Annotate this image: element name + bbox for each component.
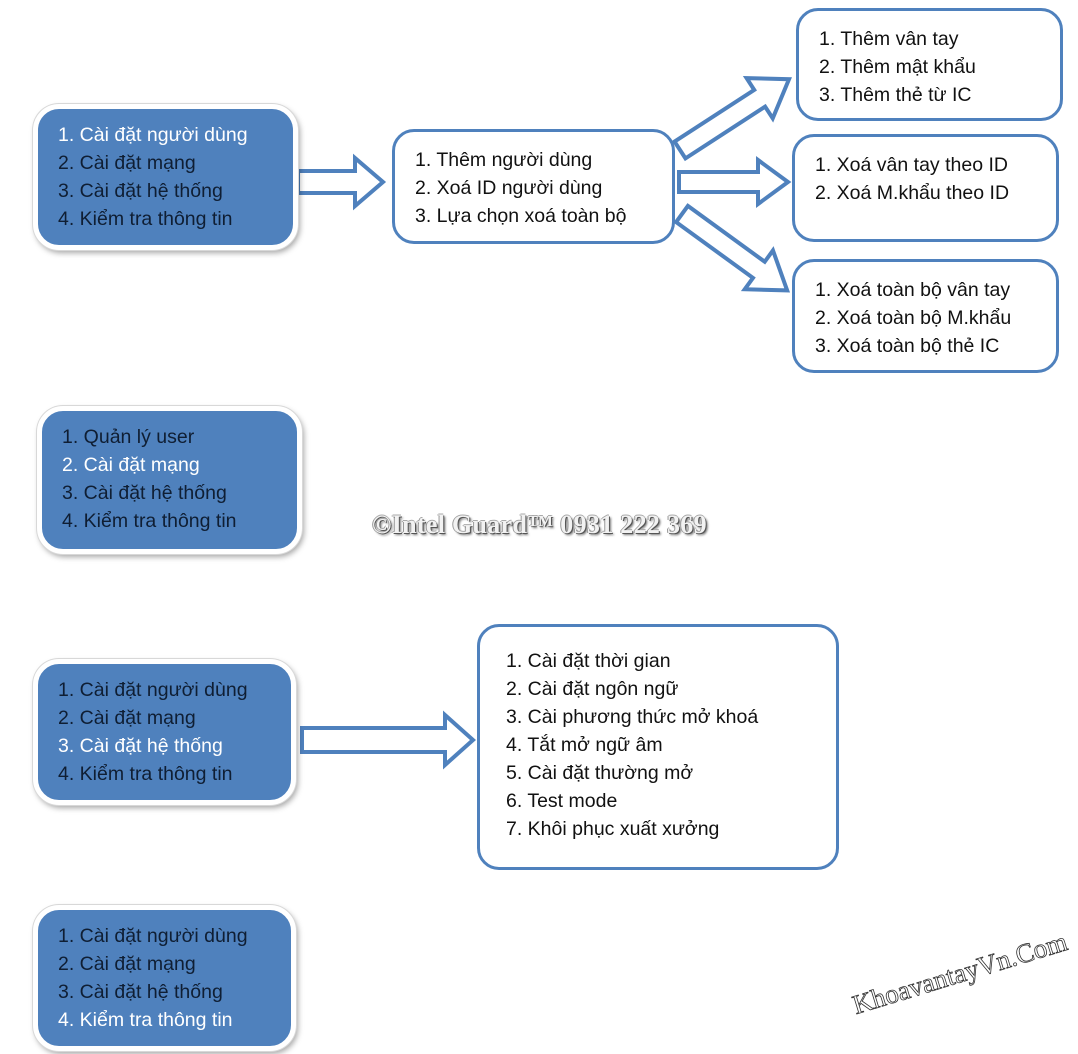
menu-item-delete-all-ic-cards[interactable]: 3. Xoá toàn bộ thẻ IC	[815, 335, 1000, 357]
menu-item-test-mode[interactable]: 6. Test mode	[506, 790, 618, 812]
menu-item-delete-all-fingerprints[interactable]: 1. Xoá toàn bộ vân tay	[815, 279, 1011, 301]
add-menu: 1. Thêm vân tay 2. Thêm mật khẩu 3. Thêm…	[796, 8, 1063, 121]
menu-item-system-settings[interactable]: 3. Cài đặt hệ thống	[58, 180, 223, 202]
menu-item-user-settings[interactable]: 1. Cài đặt người dùng	[58, 124, 248, 146]
menu-item-network-settings[interactable]: 2. Cài đặt mạng	[58, 953, 196, 975]
arrow-user-to-delete-all-menu	[673, 203, 791, 293]
menu-item-add-password[interactable]: 2. Thêm mật khẩu	[819, 56, 976, 78]
menu-item-system-settings[interactable]: 3. Cài đặt hệ thống	[58, 735, 223, 757]
menu-item-user-settings[interactable]: 1. Cài đặt người dùng	[58, 679, 248, 701]
menu-item-system-settings[interactable]: 3. Cài đặt hệ thống	[58, 981, 223, 1003]
main-menu-user-selected: 1. Cài đặt người dùng 2. Cài đặt mạng 3.…	[33, 104, 298, 250]
arrow-main-to-system-menu	[300, 710, 477, 770]
menu-item-delete-all-options[interactable]: 3. Lựa chọn xoá toàn bộ	[415, 205, 627, 227]
menu-item-system-settings[interactable]: 3. Cài đặt hệ thống	[62, 482, 227, 504]
arrow-main-to-user-menu	[296, 153, 387, 211]
menu-item-user-settings[interactable]: 1. Cài đặt người dùng	[58, 925, 248, 947]
menu-item-voice-toggle[interactable]: 4. Tắt mở ngữ âm	[506, 734, 663, 756]
delete-all-menu: 1. Xoá toàn bộ vân tay 2. Xoá toàn bộ M.…	[792, 259, 1059, 373]
system-menu: 1. Cài đặt thời gian 2. Cài đặt ngôn ngữ…	[477, 624, 839, 870]
menu-item-network-settings[interactable]: 2. Cài đặt mạng	[58, 707, 196, 729]
main-menu-network-selected: 1. Quản lý user 2. Cài đặt mạng 3. Cài đ…	[37, 406, 302, 554]
menu-item-delete-password-by-id[interactable]: 2. Xoá M.khẩu theo ID	[815, 182, 1010, 204]
menu-item-factory-reset[interactable]: 7. Khôi phục xuất xưởng	[506, 818, 720, 840]
menu-item-delete-fingerprint-by-id[interactable]: 1. Xoá vân tay theo ID	[815, 154, 1008, 176]
intel-guard-watermark: ©Intel Guard™ 0931 222 369	[372, 510, 707, 539]
menu-item-network-settings[interactable]: 2. Cài đặt mạng	[58, 152, 196, 174]
menu-item-manage-user[interactable]: 1. Quản lý user	[62, 426, 195, 448]
menu-item-check-info[interactable]: 4. Kiểm tra thông tin	[62, 510, 237, 532]
arrow-user-to-delete-id-menu	[677, 156, 792, 208]
delete-id-menu: 1. Xoá vân tay theo ID 2. Xoá M.khẩu the…	[792, 134, 1059, 242]
menu-item-add-ic-card[interactable]: 3. Thêm thẻ từ IC	[819, 84, 972, 106]
menu-item-add-fingerprint[interactable]: 1. Thêm vân tay	[819, 28, 959, 50]
menu-item-check-info[interactable]: 4. Kiểm tra thông tin	[58, 763, 233, 785]
menu-item-set-time[interactable]: 1. Cài đặt thời gian	[506, 650, 671, 672]
arrow-user-to-add-menu	[671, 76, 792, 162]
menu-item-add-user[interactable]: 1. Thêm người dùng	[415, 149, 593, 171]
user-menu: 1. Thêm người dùng 2. Xoá ID người dùng …	[392, 129, 675, 244]
menu-item-normally-open[interactable]: 5. Cài đặt thường mở	[506, 762, 694, 784]
menu-item-unlock-method[interactable]: 3. Cài phương thức mở khoá	[506, 706, 759, 728]
menu-item-check-info[interactable]: 4. Kiểm tra thông tin	[58, 208, 233, 230]
main-menu-info-selected: 1. Cài đặt người dùng 2. Cài đặt mạng 3.…	[33, 905, 296, 1051]
menu-item-delete-all-passwords[interactable]: 2. Xoá toàn bộ M.khẩu	[815, 307, 1012, 329]
menu-item-delete-user-id[interactable]: 2. Xoá ID người dùng	[415, 177, 603, 199]
menu-item-set-language[interactable]: 2. Cài đặt ngôn ngữ	[506, 678, 679, 700]
menu-item-network-settings[interactable]: 2. Cài đặt mạng	[62, 454, 200, 476]
menu-item-check-info[interactable]: 4. Kiểm tra thông tin	[58, 1009, 233, 1031]
main-menu-system-selected: 1. Cài đặt người dùng 2. Cài đặt mạng 3.…	[33, 659, 296, 805]
